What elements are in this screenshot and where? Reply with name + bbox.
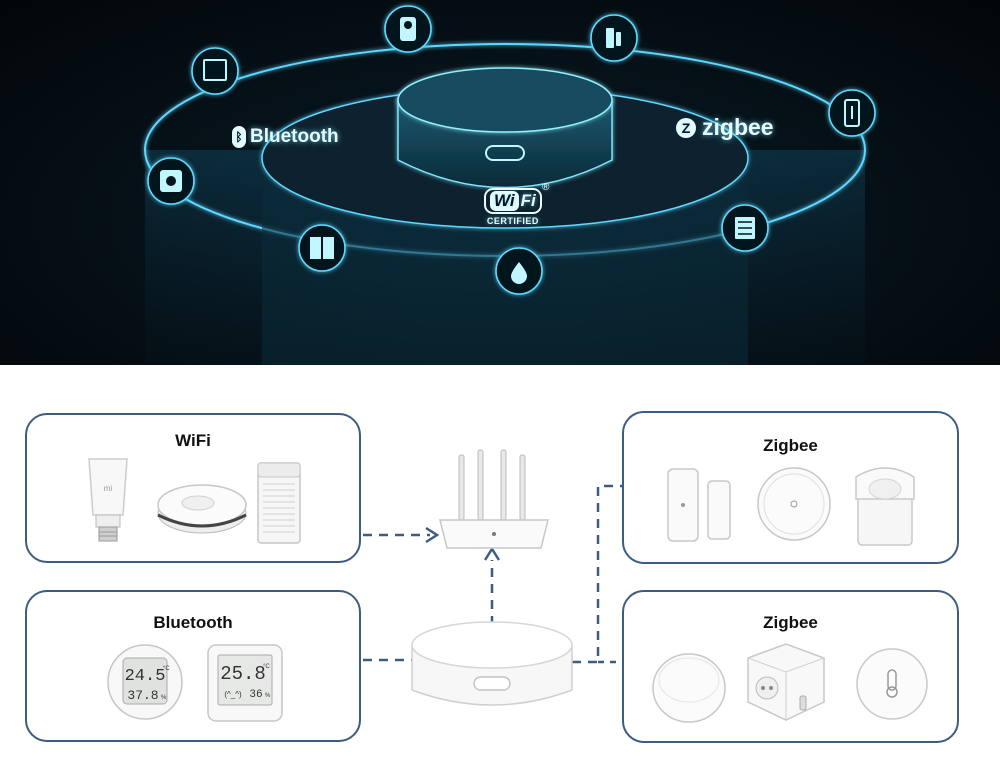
switch-right bbox=[323, 237, 334, 259]
round-thermo-humidity: 37.8 bbox=[127, 688, 158, 703]
zigbee-bottom-panel: Zigbee bbox=[622, 590, 959, 743]
bluetooth-panel-title: Bluetooth bbox=[153, 613, 233, 632]
router bbox=[439, 449, 549, 549]
square-thermo-humidity-unit: % bbox=[265, 693, 271, 699]
round-thermo-temp: 24.5 bbox=[125, 667, 166, 686]
bluetooth-icon: ᛒ bbox=[232, 126, 246, 148]
air-purifier bbox=[257, 462, 301, 544]
wifi-panel-title: WiFi bbox=[175, 431, 211, 450]
hub-button-icon bbox=[485, 145, 525, 161]
smart-bulb: mi bbox=[88, 458, 128, 542]
water-leak-sensor bbox=[652, 653, 726, 723]
round-thermometer: 24.5 °C 37.8 % bbox=[107, 644, 183, 720]
zigbee-label-text: zigbee bbox=[702, 114, 774, 140]
door-sensor-icon bbox=[606, 28, 614, 48]
wifi-badge: Wi Fi bbox=[484, 188, 542, 214]
square-thermo-face: (^_^) bbox=[224, 690, 242, 699]
wifi-certified-text: CERTIFIED bbox=[486, 216, 539, 226]
router-arrow-icon bbox=[425, 526, 440, 544]
zigbee-top-panel: Zigbee bbox=[622, 411, 959, 564]
temperature-sensor bbox=[856, 648, 928, 720]
door-window-sensor bbox=[667, 468, 731, 542]
motion-sensor bbox=[855, 467, 915, 546]
node-switch bbox=[298, 224, 346, 272]
zigbee-icon: Z bbox=[676, 117, 696, 138]
square-thermo-temp-unit: °C bbox=[263, 664, 270, 670]
bluetooth-label-text: Bluetooth bbox=[250, 126, 339, 147]
bluetooth-panel: Bluetooth 24.5 °C 37.8 % 25.8 °C (^_^) 3… bbox=[25, 590, 361, 742]
square-thermo-temp: 25.8 bbox=[220, 663, 266, 685]
wifi-badge-fi: Fi bbox=[520, 191, 536, 210]
wifi-registered-mark: ® bbox=[542, 182, 550, 193]
hub-to-zigbee-top-line bbox=[572, 484, 622, 664]
wifi-certified-logo: ® Wi Fi CERTIFIED bbox=[484, 182, 549, 226]
wifi-badge-wi: Wi bbox=[490, 191, 519, 211]
round-thermo-humidity-unit: % bbox=[161, 695, 167, 701]
tablet-icon bbox=[203, 59, 227, 81]
smart-plug bbox=[747, 643, 825, 721]
gateway-hub bbox=[411, 621, 573, 706]
button-center bbox=[166, 176, 176, 186]
wifi-panel: WiFi mi bbox=[25, 413, 361, 563]
hub-top bbox=[397, 67, 613, 133]
zigbee-top-panel-title: Zigbee bbox=[763, 436, 818, 455]
robot-vacuum bbox=[157, 484, 247, 534]
camera-lens bbox=[404, 21, 412, 29]
hub-light-icon bbox=[473, 676, 511, 691]
bluetooth-label: ᛒ Bluetooth bbox=[232, 126, 339, 148]
square-thermometer: 25.8 °C (^_^) 36 % bbox=[207, 644, 283, 722]
thermometer-icon bbox=[844, 99, 860, 127]
bulb-logo: mi bbox=[104, 484, 113, 493]
zigbee-bottom-panel-title: Zigbee bbox=[763, 613, 818, 632]
wireless-switch bbox=[757, 467, 831, 541]
door-magnet bbox=[616, 32, 621, 46]
zigbee-label: Z zigbee bbox=[676, 114, 774, 141]
round-thermo-temp-unit: °C bbox=[163, 666, 170, 672]
water-leak-icon bbox=[511, 262, 527, 284]
hero-graphic bbox=[144, 5, 876, 365]
thermometer-icon bbox=[887, 669, 897, 691]
switch-icon bbox=[310, 237, 321, 259]
square-thermo-humidity: 36 bbox=[249, 689, 262, 701]
router-up-arrow-icon bbox=[483, 546, 501, 561]
hero-banner: ᛒ Bluetooth Z zigbee ® Wi Fi CERTIFIED bbox=[0, 0, 1000, 365]
